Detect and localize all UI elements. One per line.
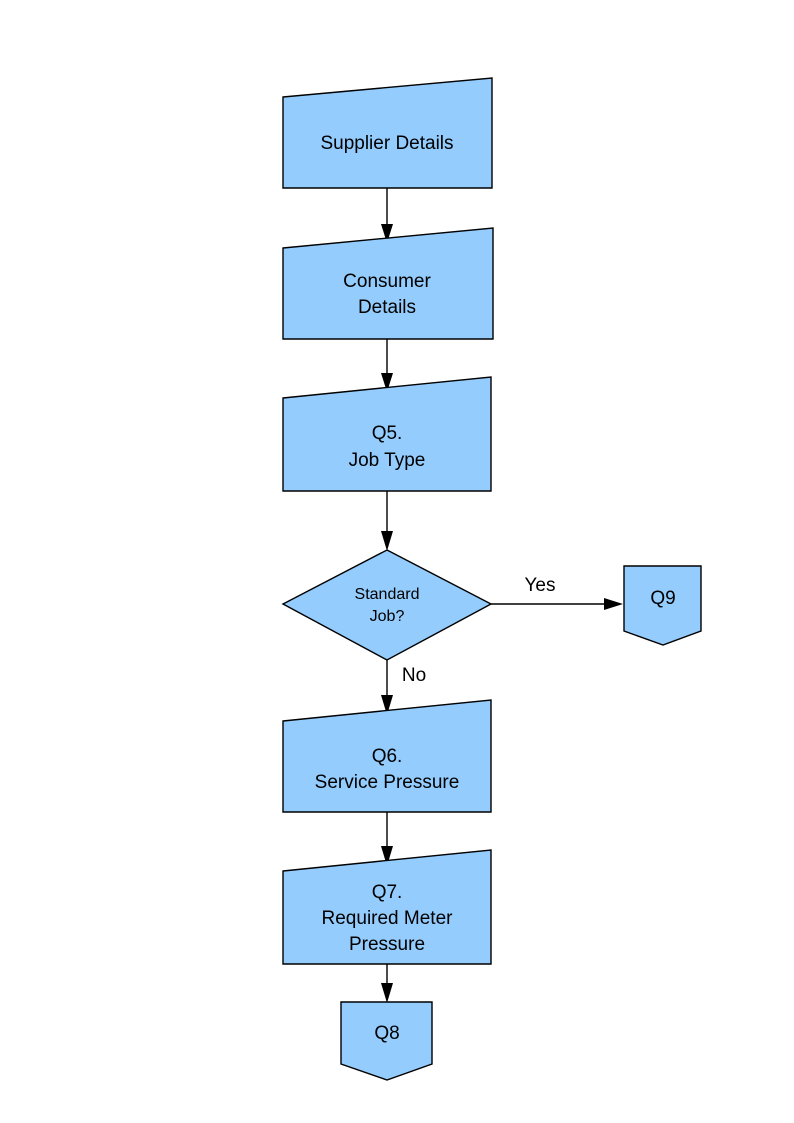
q6-service-pressure-shape[interactable] [282, 699, 492, 813]
edge-q7-to-q8 [381, 964, 393, 1003]
node-q9-connector[interactable]: Q9 [623, 565, 702, 646]
standard-job-decision-shape[interactable] [281, 549, 493, 661]
q6-service-pressure-label-line2: Service Pressure [315, 772, 460, 793]
standard-job-decision-label-line2: Job? [370, 608, 405, 625]
arrowhead-icon [381, 224, 393, 243]
arrowhead-icon [381, 983, 393, 1003]
edge-decision-to-q6: No [381, 660, 426, 715]
q5-job-type-shape[interactable] [282, 376, 492, 492]
edge-supplier-to-consumer [381, 188, 393, 243]
edge-label-no: No [402, 665, 426, 686]
consumer-details-label-line1: Consumer [343, 271, 431, 292]
edge-label-yes: Yes [525, 575, 556, 596]
q7-required-meter-pressure-label-line3: Pressure [349, 934, 425, 955]
arrowhead-icon [381, 531, 393, 551]
q7-required-meter-pressure-shape[interactable] [282, 849, 492, 965]
arrowhead-icon [381, 846, 393, 866]
consumer-details-label-line2: Details [358, 297, 416, 318]
node-consumer-details[interactable]: Consumer Details [282, 227, 494, 340]
edge-decision-to-q9: Yes [491, 575, 623, 610]
q5-job-type-label-line1: Q5. [372, 423, 403, 444]
q7-required-meter-pressure-label-line2: Required Meter [322, 908, 454, 929]
arrowhead-icon [381, 373, 393, 392]
node-supplier-details[interactable]: Supplier Details [282, 77, 493, 189]
node-q7-required-meter-pressure[interactable]: Q7. Required Meter Pressure [282, 849, 492, 965]
supplier-details-shape[interactable] [282, 77, 493, 189]
q8-connector-shape[interactable] [340, 1001, 433, 1081]
supplier-details-label: Supplier Details [320, 133, 453, 154]
q9-connector-label: Q9 [650, 588, 675, 609]
node-q8-connector[interactable]: Q8 [340, 1001, 433, 1081]
q5-job-type-label-line2: Job Type [349, 450, 426, 471]
q7-required-meter-pressure-label-line1: Q7. [372, 882, 403, 903]
node-q6-service-pressure[interactable]: Q6. Service Pressure [282, 699, 492, 813]
consumer-details-shape[interactable] [282, 227, 494, 340]
arrowhead-icon [604, 598, 623, 610]
q8-connector-label: Q8 [374, 1023, 399, 1044]
q9-connector-shape[interactable] [623, 565, 702, 646]
edge-consumer-to-q5 [381, 339, 393, 392]
edge-q6-to-q7 [381, 812, 393, 866]
edge-q5-to-decision [381, 491, 393, 551]
arrowhead-icon [381, 695, 393, 715]
standard-job-decision-label-line1: Standard [355, 586, 420, 603]
node-standard-job-decision[interactable]: Standard Job? [281, 549, 493, 661]
node-q5-job-type[interactable]: Q5. Job Type [282, 376, 492, 492]
q6-service-pressure-label-line1: Q6. [372, 746, 403, 767]
